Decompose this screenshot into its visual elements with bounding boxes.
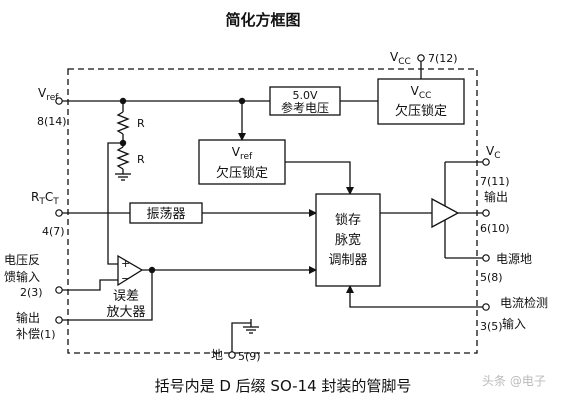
caption: 括号内是 D 后缀 SO-14 封装的管脚号	[155, 377, 412, 395]
compensation-pin-line2: 补偿	[16, 326, 40, 341]
vref-uvlo-title: Vref	[232, 145, 253, 162]
power-ground-pin-number: 5(8)	[480, 271, 503, 284]
rtct-pin-number: 4(7)	[42, 225, 65, 238]
output-pin	[482, 209, 490, 217]
pwm-latch-line2: 脉宽	[335, 232, 361, 248]
rtct-pin	[55, 209, 63, 217]
vref-uvlo-label: 欠压锁定	[216, 165, 268, 181]
amp-output-to-comp	[62, 270, 153, 321]
feedback-to-amp-minus	[62, 279, 118, 291]
ground-pin-name: 地	[211, 348, 223, 362]
reference-voltage-value: 5.0V	[292, 89, 317, 102]
pwm-latch-box	[315, 193, 381, 287]
error-amp-label-1: 误差	[113, 289, 139, 304]
current-sense-line1: 电流检测	[500, 295, 548, 310]
output-pin-number: 6(10)	[480, 222, 510, 235]
current-sense-pin	[482, 303, 490, 311]
vcc-uvlo-box	[377, 78, 465, 125]
resistor-r2	[116, 146, 130, 170]
feedback-pin-line2: 馈输入	[4, 269, 40, 284]
vref-pin	[55, 97, 63, 105]
reference-voltage-box	[269, 86, 341, 116]
compensation-pin-number: (1)	[40, 328, 56, 341]
pwm-latch-line1: 锁存	[335, 212, 361, 228]
pwm-latch-line3: 调制器	[328, 253, 367, 268]
vc-pin-name: VC	[486, 144, 501, 161]
error-amplifier	[117, 254, 144, 287]
vcc-uvlo-title: VCC	[411, 84, 432, 101]
vref-pin-name: Vref	[38, 86, 59, 103]
rtct-pin-name: RTCT	[31, 190, 59, 207]
ground-pin-number: 5(9)	[238, 350, 261, 363]
reference-voltage-label: 参考电压	[281, 100, 329, 115]
chip-outline	[67, 68, 478, 354]
vcc-pin-name: VCC	[390, 50, 411, 67]
ground-wire	[231, 322, 251, 352]
vc-pin-number: 7(11)	[480, 175, 510, 188]
current-sense-line2: 输入	[502, 316, 526, 331]
vcc-uvlo-label: 欠压锁定	[395, 103, 447, 119]
error-amp-plus: +	[121, 257, 130, 270]
feedback-pin-line1: 电压反	[4, 253, 40, 267]
resistor-r1-label: R	[137, 117, 145, 130]
resistor-r2-label: R	[137, 153, 145, 166]
power-ground-pin-name: 电源地	[496, 252, 532, 266]
output-pin-name: 输出	[484, 189, 508, 204]
current-sense-pin-number: 3(5)	[480, 320, 503, 333]
compensation-pin	[55, 316, 63, 324]
ground-pin	[228, 351, 236, 359]
vc-pin	[482, 158, 490, 166]
divider-to-amp-plus	[107, 142, 123, 265]
watermark: 头条 @电子	[482, 374, 546, 388]
oscillator-label: 振荡器	[146, 207, 185, 222]
current-sense-to-pwm	[346, 285, 483, 308]
feedback-pin	[55, 286, 63, 294]
error-amp-minus: −	[121, 272, 130, 285]
error-amp-label-2: 放大器	[106, 305, 145, 320]
vcc-pin-number: 7(12)	[428, 52, 458, 65]
diagram-title: 简化方框图	[225, 11, 300, 29]
compensation-pin-line1: 输出	[16, 310, 40, 325]
vref-uvlo-to-pwm	[285, 161, 354, 195]
vref-junction-dot-2	[238, 97, 246, 105]
vref-pin-number: 8(14)	[37, 115, 67, 128]
vcc-pin	[417, 54, 425, 62]
resistor-r1	[116, 111, 130, 135]
feedback-pin-number: 2(3)	[20, 286, 43, 299]
power-ground-pin	[482, 254, 490, 262]
